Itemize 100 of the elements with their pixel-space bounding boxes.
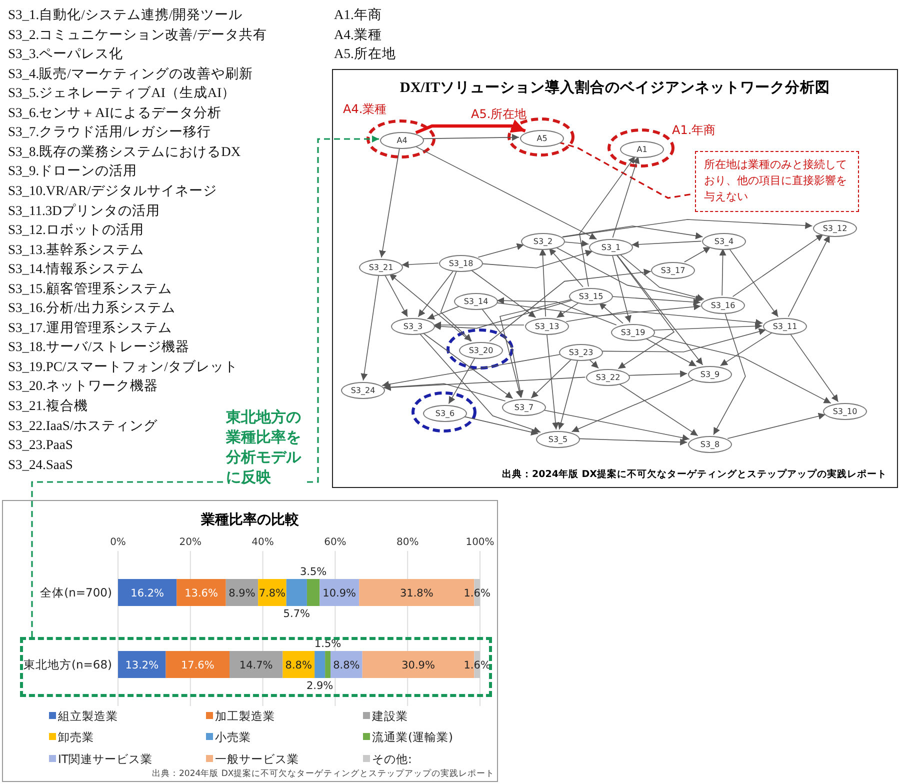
node-ellipse: S3_14 bbox=[454, 292, 498, 310]
arrow bbox=[539, 248, 546, 317]
source-note: 出典：2024年版 DX提案に不可欠なターゲティングとステップアップの実践レポート bbox=[502, 468, 887, 481]
arrow bbox=[612, 156, 640, 238]
arrow bbox=[426, 306, 460, 320]
arrow bbox=[578, 438, 688, 446]
list-item: S3_15.顧客管理系システム bbox=[8, 280, 172, 297]
list-item: S3_6.センサ＋AIによるデータ分析 bbox=[8, 104, 222, 121]
arrow bbox=[489, 268, 652, 342]
list-item: S3_4.販売/マーケティングの改善や刷新 bbox=[8, 64, 253, 82]
arrow bbox=[654, 322, 762, 330]
arrow bbox=[422, 332, 514, 399]
node-ellipse: S3_4 bbox=[702, 232, 746, 250]
arrow bbox=[631, 240, 702, 248]
arrow bbox=[719, 248, 726, 296]
data-label: 8.9% bbox=[228, 588, 256, 600]
node-ellipse: S3_3 bbox=[391, 318, 435, 334]
data-label: 5.7% bbox=[283, 608, 310, 620]
list-item: S3_19.PC/スマートフォン/タブレット bbox=[8, 358, 238, 375]
node-ellipse: S3_21 bbox=[359, 258, 403, 276]
list-item: S3_17.運用管理系システム bbox=[8, 318, 172, 336]
list-item: S3_16.分析/出力系システム bbox=[8, 299, 176, 316]
arrow bbox=[598, 302, 624, 324]
node-ellipse: S3_15 bbox=[569, 288, 613, 304]
arrow bbox=[588, 358, 599, 369]
arrow bbox=[720, 332, 773, 366]
arrow bbox=[480, 308, 524, 398]
node-ellipse: S3_23 bbox=[559, 344, 603, 360]
legend-label: 組立製造業 bbox=[58, 709, 118, 723]
arrow bbox=[415, 120, 526, 134]
node-ellipse: S3_10 bbox=[823, 402, 867, 420]
node-ellipse: S3_8 bbox=[688, 436, 732, 452]
arrow bbox=[462, 416, 538, 436]
data-label: 1.6% bbox=[464, 588, 490, 600]
arrow bbox=[644, 338, 697, 366]
arrow bbox=[418, 332, 541, 434]
arrow bbox=[384, 274, 408, 318]
node-ellipse: S3_22 bbox=[586, 368, 630, 386]
arrow bbox=[500, 299, 572, 398]
tick-label: 0% bbox=[110, 537, 126, 548]
arrow bbox=[478, 243, 524, 258]
arrow bbox=[611, 296, 701, 306]
list-item: S3_22.IaaS/ホスティング bbox=[8, 416, 158, 434]
legend-label: 流通業(運輸業) bbox=[372, 730, 453, 744]
arrow bbox=[562, 226, 703, 240]
arrow bbox=[650, 335, 832, 404]
arrow bbox=[727, 412, 826, 439]
list-item: S3_7.クラウド活用/レガシー移行 bbox=[8, 123, 211, 140]
edge-label: 東北地方の業種比率を分析モデルに反映 bbox=[226, 407, 306, 487]
arrow bbox=[616, 254, 704, 366]
arrow bbox=[448, 356, 476, 404]
node-ellipse: S3_13 bbox=[525, 318, 569, 334]
arrow bbox=[616, 254, 675, 370]
data-label: 1.6% bbox=[464, 660, 490, 672]
node-ellipse: S3_18 bbox=[439, 254, 483, 272]
list-item: S3_18.サーバ/ストレージ機器 bbox=[8, 338, 190, 356]
arrow bbox=[383, 376, 586, 391]
chart-title: 業種比率の比較 bbox=[200, 511, 300, 529]
arrow bbox=[789, 332, 839, 402]
data-label: 8.8% bbox=[333, 660, 360, 672]
node-caption: A5.所在地 bbox=[471, 106, 527, 123]
node-ellipse: S3_20 bbox=[459, 342, 503, 358]
arrow bbox=[382, 354, 560, 388]
arrow bbox=[434, 322, 524, 328]
legend-item: A4.業種 bbox=[334, 26, 382, 43]
arrow bbox=[684, 246, 711, 262]
list-item: S3_21.複合機 bbox=[8, 397, 88, 414]
arrow bbox=[530, 358, 572, 398]
tick-label: 20% bbox=[179, 537, 202, 548]
node-ellipse: S3_24 bbox=[341, 382, 385, 398]
arrow bbox=[470, 269, 536, 318]
arrow bbox=[618, 253, 704, 301]
arrow bbox=[554, 246, 703, 302]
arrow bbox=[562, 219, 813, 238]
node-caption: A1.年商 bbox=[672, 122, 716, 139]
arrow bbox=[566, 310, 763, 326]
arrow bbox=[496, 297, 617, 326]
arrow bbox=[401, 261, 439, 268]
list-item: S3_13.基幹系システム bbox=[8, 240, 144, 258]
node-ellipse: S3_9 bbox=[688, 366, 732, 382]
node-ellipse: S3_6 bbox=[423, 404, 467, 422]
data-label: 13.2% bbox=[125, 660, 159, 672]
arrow bbox=[496, 302, 702, 316]
list-item: S3_5.ジェネレーティブAI（生成AI） bbox=[8, 84, 236, 102]
legend-label: 建設業 bbox=[372, 709, 408, 723]
list-item: S3_11.3Dプリンタの活用 bbox=[8, 202, 160, 218]
node-ellipse: S3_17 bbox=[651, 262, 695, 278]
arrow bbox=[571, 378, 695, 432]
data-label: 14.7% bbox=[239, 660, 273, 672]
arrow bbox=[414, 145, 598, 240]
legend-item: A1.年商 bbox=[334, 6, 382, 23]
arrow bbox=[418, 270, 454, 318]
arrow bbox=[563, 240, 589, 247]
tick-label: 40% bbox=[252, 537, 274, 548]
node-ellipse: S3_11 bbox=[763, 318, 807, 334]
node-ellipse: A1 bbox=[620, 140, 664, 158]
data-label: 16.2% bbox=[130, 588, 164, 600]
category-label: 東北地方(n=68) bbox=[23, 658, 112, 672]
legend-label: その他: bbox=[372, 752, 412, 766]
data-label: 31.8% bbox=[400, 588, 434, 600]
